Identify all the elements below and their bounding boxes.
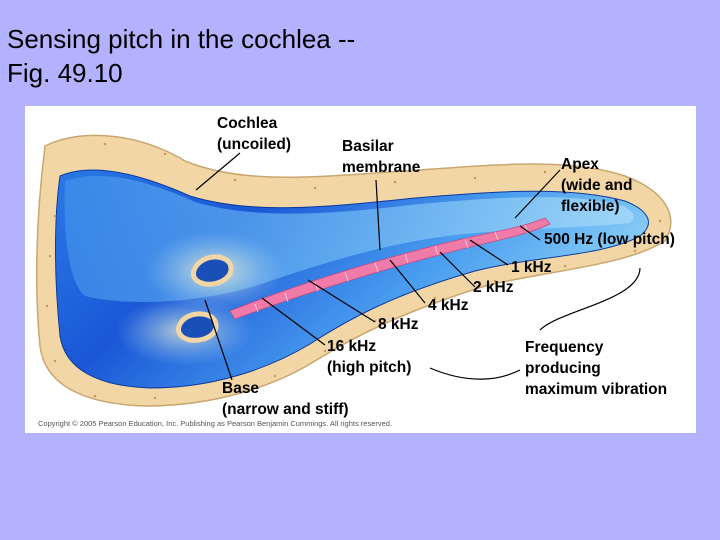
label-16khz: 16 kHz (high pitch) <box>327 338 412 376</box>
cochlea-illustration <box>35 134 672 407</box>
slide-title: Sensing pitch in the cochlea -- Fig. 49.… <box>7 24 356 88</box>
label-frequency: Frequency producing maximum vibration <box>525 339 668 398</box>
label-500hz: 500 Hz (low pitch) <box>544 231 675 248</box>
label-8khz: 8 kHz <box>378 316 419 333</box>
label-2khz: 2 kHz <box>473 279 514 296</box>
tissue-speckles <box>45 142 662 400</box>
oval-window <box>190 254 234 287</box>
label-basilar-membrane: Basilar membrane <box>342 138 421 176</box>
label-4khz: 4 kHz <box>428 297 469 314</box>
copyright-notice: Copyright © 2005 Pearson Education, Inc.… <box>38 419 393 428</box>
label-apex: Apex (wide and flexible) <box>561 156 633 215</box>
label-1khz: 1 kHz <box>511 259 552 276</box>
label-cochlea-uncoiled: Cochlea (uncoiled) <box>217 115 292 153</box>
round-window <box>175 311 219 343</box>
label-base: Base (narrow and stiff) <box>222 380 349 418</box>
